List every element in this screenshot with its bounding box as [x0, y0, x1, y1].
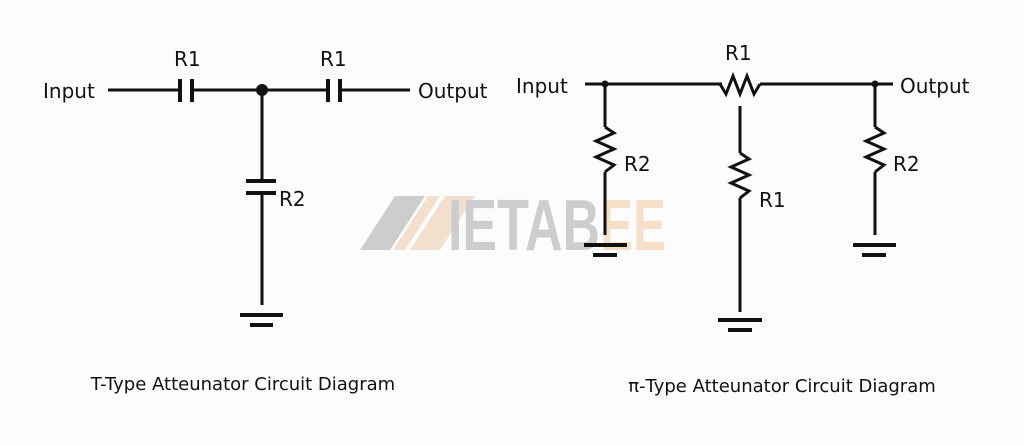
pi-type-circuit: Input R1 Output R2 R1 R2 π-Type	[516, 41, 970, 397]
pi-r1-shunt-label: R1	[759, 188, 786, 212]
pi-r1-series-resistor	[718, 71, 762, 99]
svg-text:IETAB: IETAB	[448, 186, 600, 266]
pi-ground-right-icon	[853, 243, 896, 257]
t-type-circuit: Input R1 R1 Output R2 T-Type Atteunator …	[43, 47, 488, 395]
pi-r2-left-label: R2	[624, 152, 651, 176]
t-caption: T-Type Atteunator Circuit Diagram	[90, 374, 395, 395]
metabee-watermark: IETAB EE	[360, 186, 666, 266]
t-r2-label: R2	[279, 187, 306, 211]
pi-r2-right-resistor	[862, 125, 888, 174]
pi-ground-left-icon	[584, 243, 627, 257]
pi-r2-right-label: R2	[893, 152, 920, 176]
t-input-label: Input	[43, 79, 95, 103]
pi-r2-left-resistor	[592, 125, 618, 174]
t-r1-left-label: R1	[174, 47, 201, 71]
t-output-label: Output	[418, 79, 488, 103]
t-ground-icon	[240, 313, 283, 327]
t-r1-right-label: R1	[320, 47, 347, 71]
pi-r1-shunt-resistor	[727, 151, 753, 200]
pi-output-label: Output	[900, 74, 970, 98]
pi-r1-series-label: R1	[725, 41, 752, 65]
pi-ground-middle-icon	[718, 318, 762, 332]
pi-input-label: Input	[516, 74, 568, 98]
svg-text:EE: EE	[600, 186, 666, 266]
pi-caption: π-Type Atteunator Circuit Diagram	[628, 376, 936, 397]
